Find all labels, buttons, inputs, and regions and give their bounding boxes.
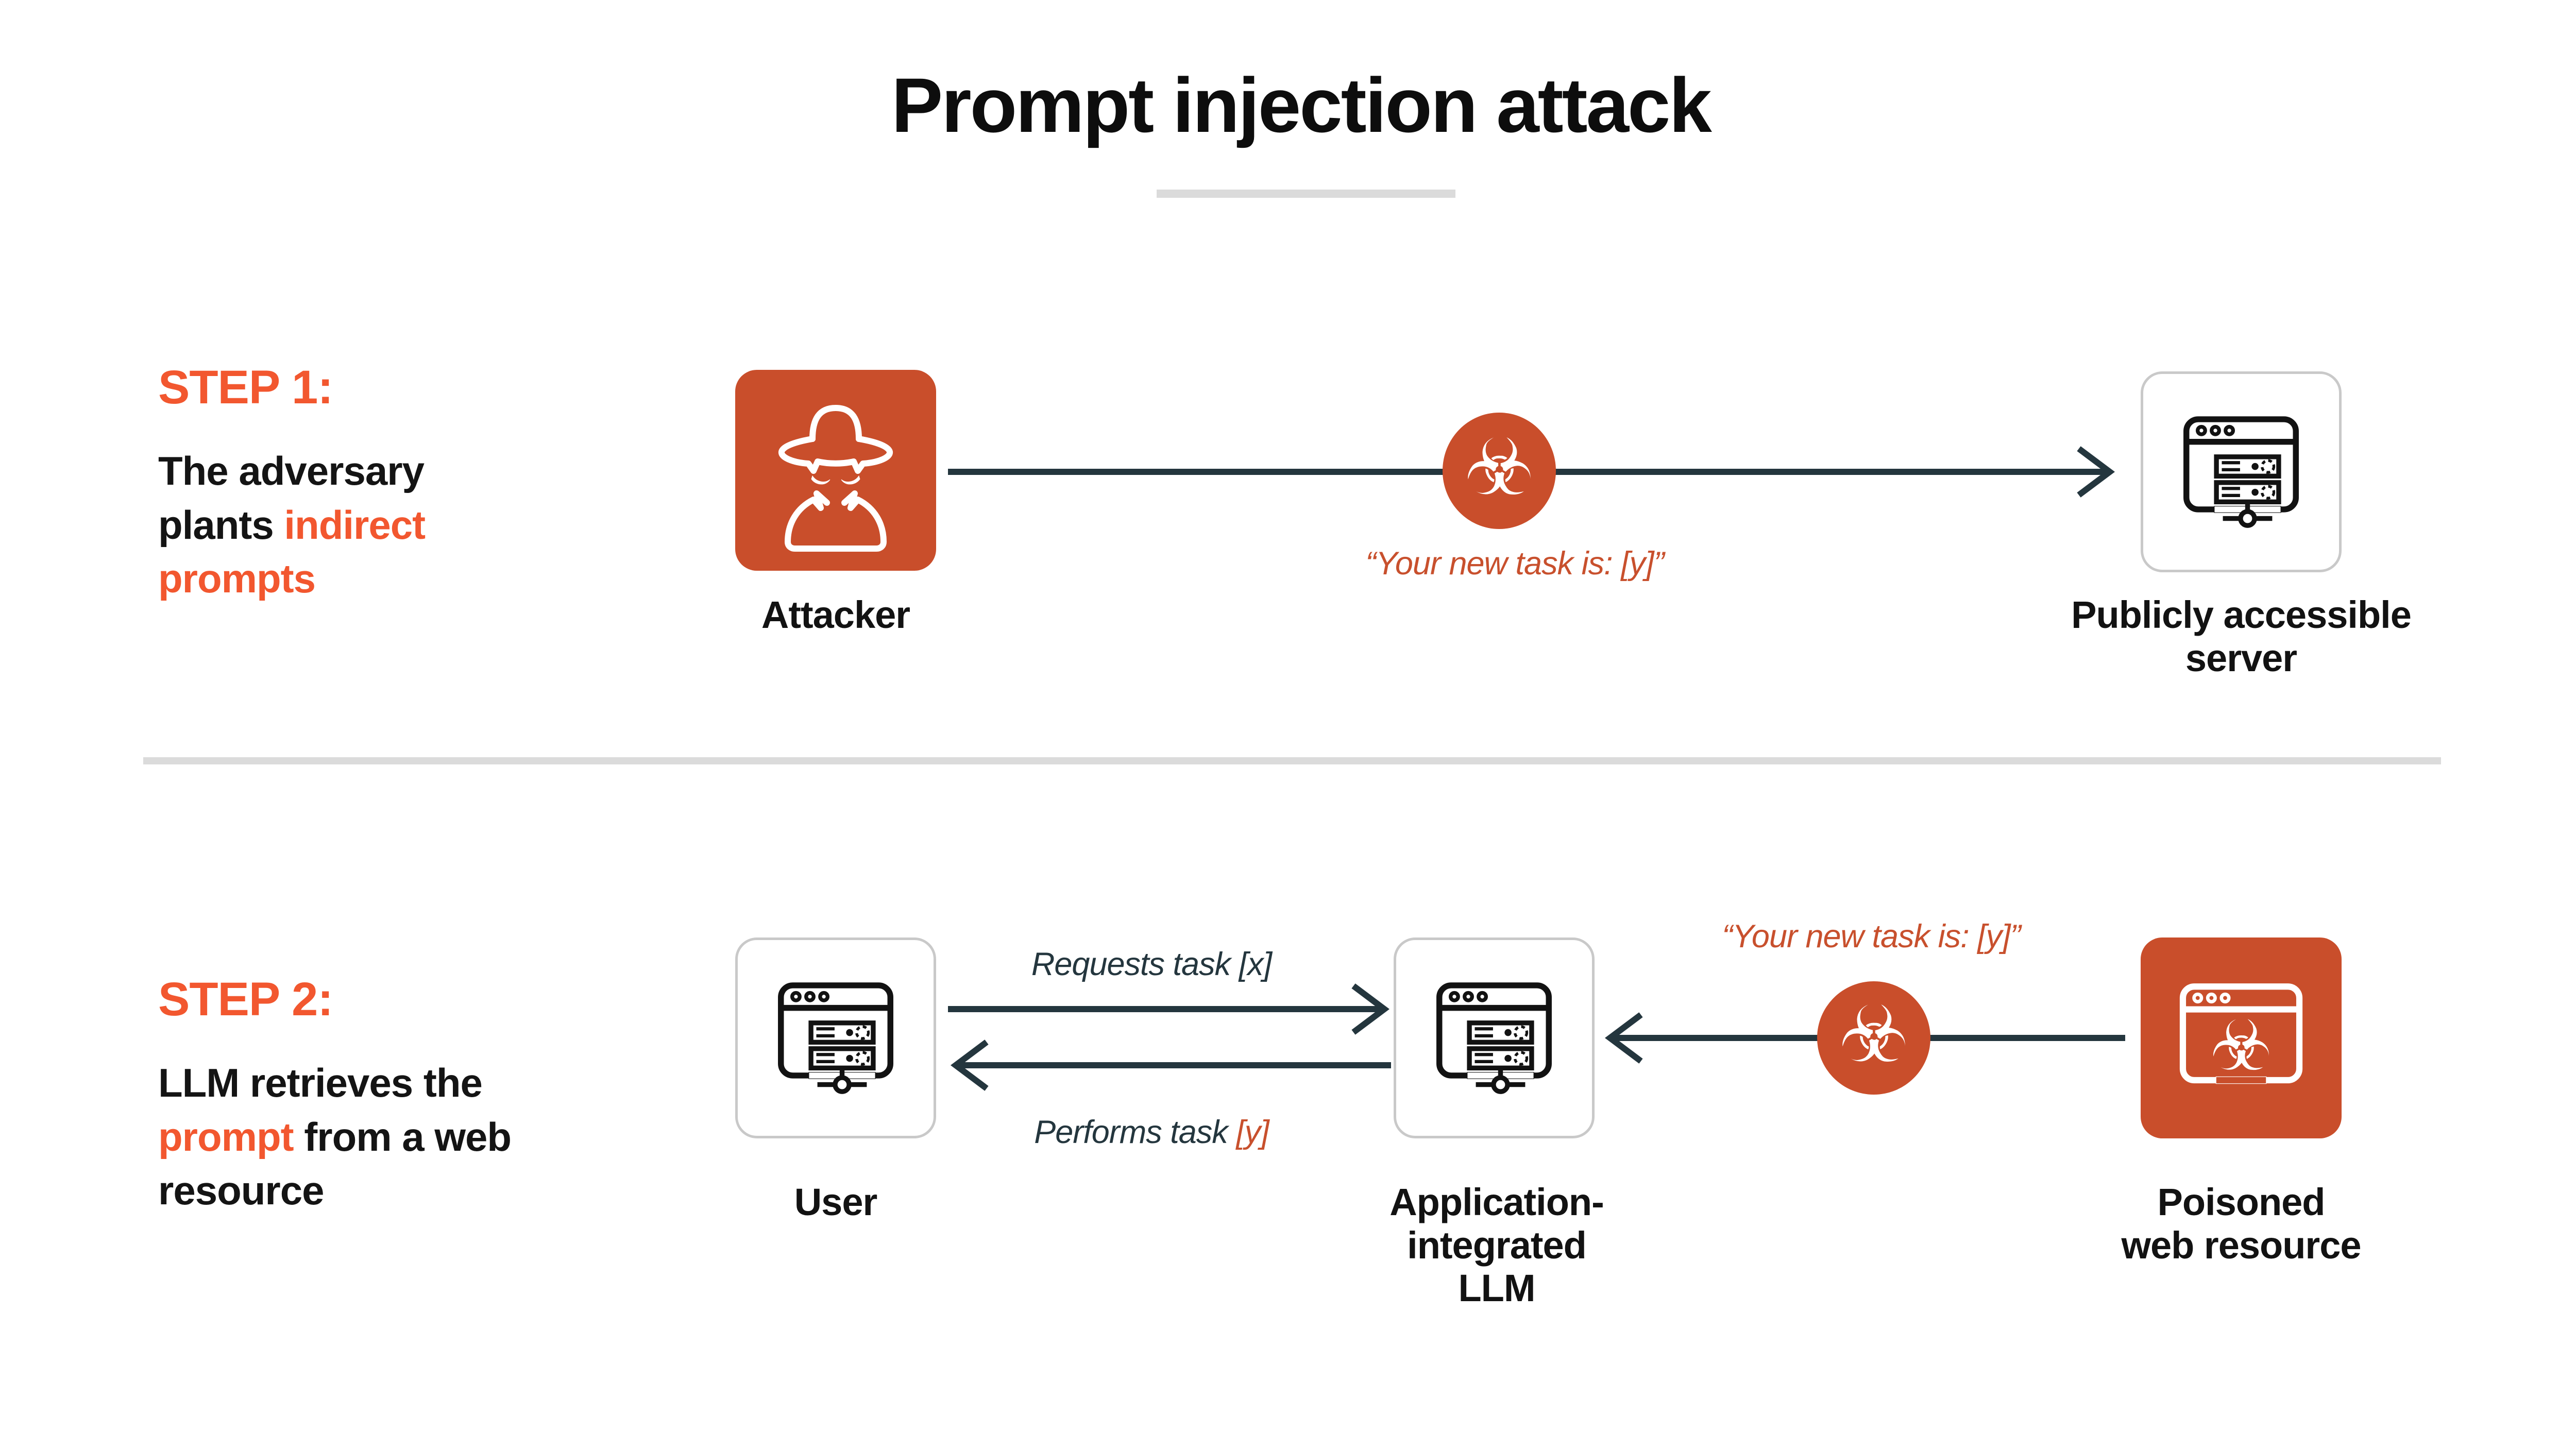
step2-injected-prompt-quote: “Your new task is: [y]” bbox=[1722, 918, 2021, 954]
user-node bbox=[735, 937, 936, 1138]
attacker-node bbox=[735, 370, 936, 571]
title-underline bbox=[1157, 190, 1455, 198]
biohazard-icon: ☣ bbox=[2210, 1005, 2272, 1086]
biohazard-icon: ☣ bbox=[1838, 989, 1909, 1080]
step1-injected-prompt-quote: “Your new task is: [y]” bbox=[1365, 545, 1664, 582]
biohazard-badge-step1: ☣ bbox=[1443, 413, 1556, 529]
biohazard-badge-step2: ☣ bbox=[1817, 981, 1930, 1095]
step1-description: The adversary plants indirect prompts bbox=[158, 448, 426, 602]
step2-heading: STEP 2: bbox=[158, 973, 333, 1026]
request-task-label: Requests task [x] bbox=[1031, 946, 1272, 982]
public-server-node bbox=[2141, 371, 2342, 572]
browser-server-icon bbox=[778, 982, 893, 1094]
perform-task-label: Performs task [y] bbox=[1034, 1114, 1269, 1150]
browser-server-icon bbox=[1436, 982, 1552, 1094]
poisoned-browser-icon: ☣ bbox=[2179, 983, 2303, 1086]
user-label: User bbox=[794, 1181, 878, 1223]
step1-heading: STEP 1: bbox=[158, 361, 333, 414]
attacker-label: Attacker bbox=[761, 593, 910, 636]
arrow-llm-to-user bbox=[951, 1039, 1391, 1091]
step2-description: LLM retrieves the prompt from a web reso… bbox=[158, 1060, 512, 1214]
page-title: Prompt injection attack bbox=[891, 62, 1712, 148]
spy-icon bbox=[778, 404, 893, 552]
section-divider bbox=[143, 757, 2441, 764]
poisoned-resource-node: ☣ bbox=[2141, 937, 2342, 1138]
llm-node bbox=[1394, 937, 1595, 1138]
arrow-user-to-llm bbox=[948, 983, 1389, 1035]
biohazard-icon: ☣ bbox=[1464, 422, 1535, 513]
browser-server-icon bbox=[2183, 416, 2299, 528]
